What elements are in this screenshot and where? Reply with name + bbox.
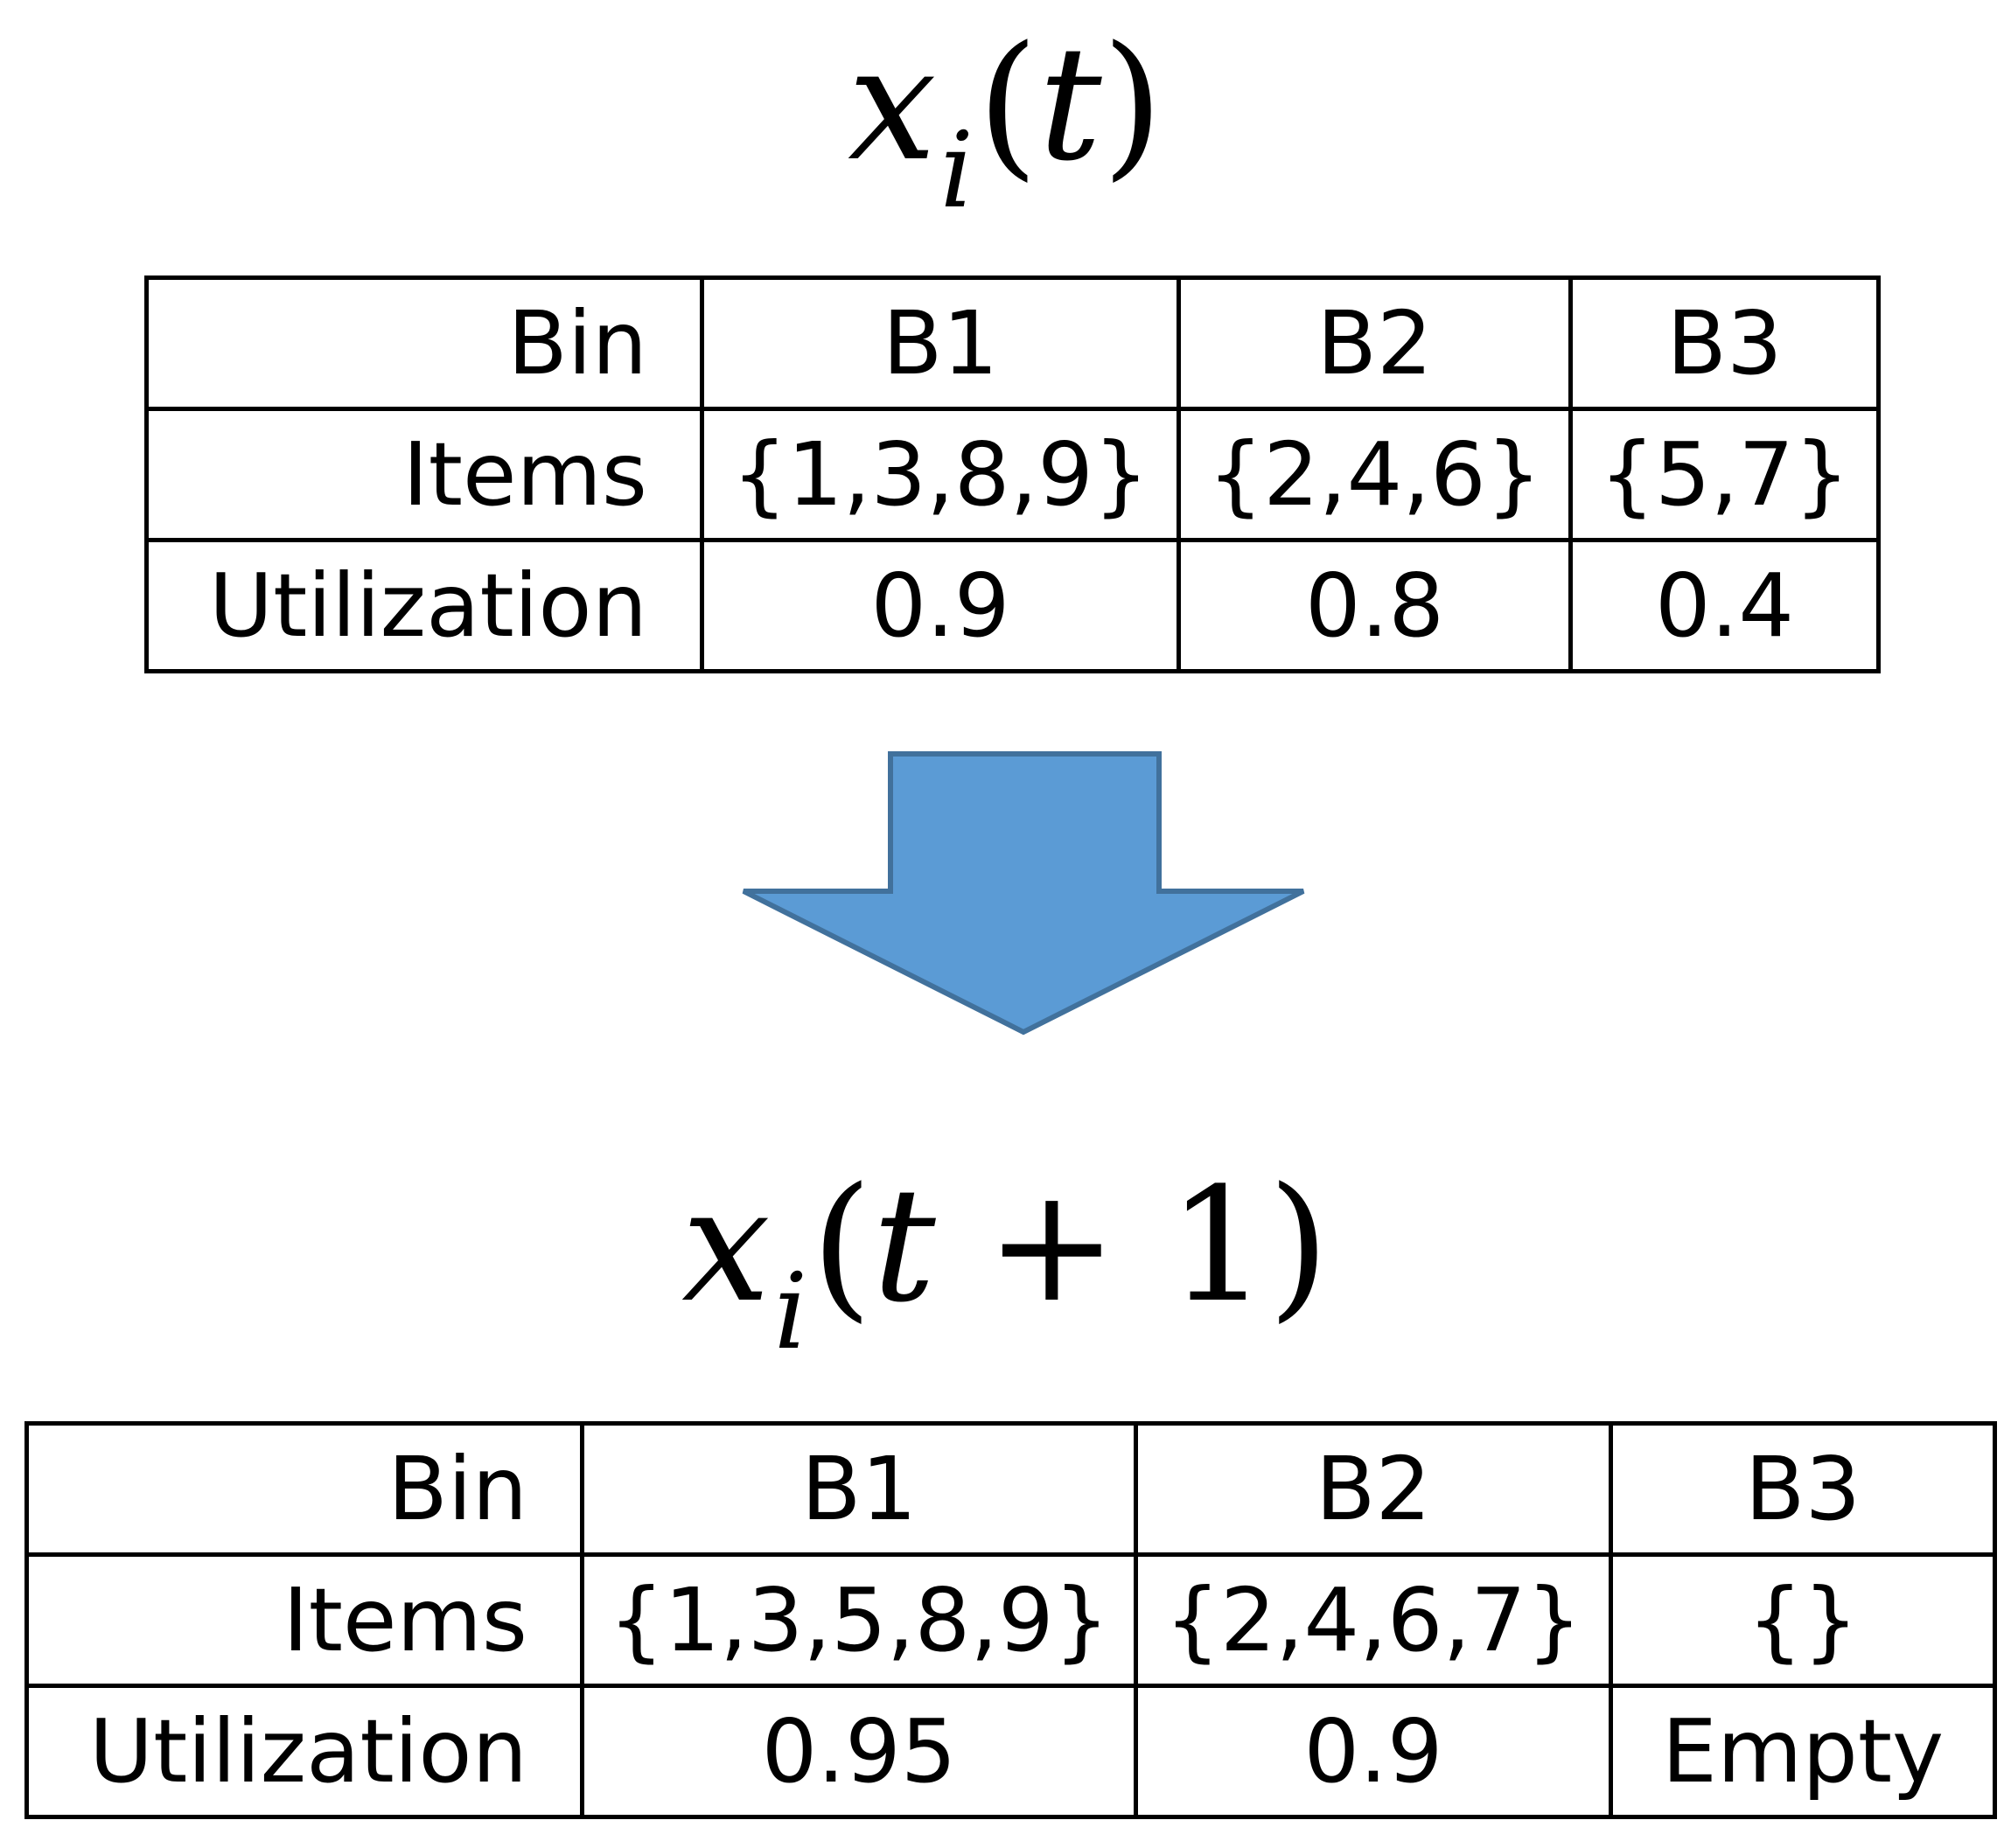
- utilization-cell: 0.9: [1134, 1684, 1613, 1819]
- row-label-bin: Bin: [144, 275, 704, 411]
- row-label-items: Items: [24, 1552, 584, 1688]
- bin-table-t-plus-1: Bin B1 B2 B3 Items {1,3,5,8,9} {2,4,6,7}…: [24, 1421, 1997, 1819]
- bin-name-cell: B1: [580, 1421, 1138, 1557]
- utilization-cell: 0.95: [580, 1684, 1138, 1819]
- bin-name-cell: B2: [1134, 1421, 1613, 1557]
- label-subscript: i: [773, 1252, 808, 1373]
- row-label-utilization: Utilization: [24, 1684, 584, 1819]
- table-row-utilization: Utilization 0.95 0.9 Empty: [24, 1684, 1997, 1819]
- label-var: x: [848, 13, 937, 196]
- table-row-utilization: Utilization 0.9 0.8 0.4: [144, 538, 1881, 673]
- items-cell: {}: [1609, 1552, 1997, 1688]
- bin-name-cell: B2: [1177, 275, 1573, 411]
- label-operator: +: [985, 1154, 1118, 1337]
- table-row-bin: Bin B1 B2 B3: [144, 275, 1881, 411]
- items-cell: {5,7}: [1568, 407, 1881, 542]
- utilization-cell: 0.9: [700, 538, 1181, 673]
- label-arg: t: [872, 1154, 936, 1337]
- bin-name-cell: B3: [1609, 1421, 1997, 1557]
- bin-name-cell: B3: [1568, 275, 1881, 411]
- down-arrow-shape: [742, 751, 1305, 1036]
- items-cell: {2,4,6,7}: [1134, 1552, 1613, 1688]
- table-row-items: Items {1,3,5,8,9} {2,4,6,7} {}: [24, 1552, 1997, 1688]
- label-var: x: [681, 1154, 771, 1337]
- label-subscript: i: [939, 110, 974, 232]
- items-cell: {2,4,6}: [1177, 407, 1573, 542]
- utilization-cell: 0.4: [1568, 538, 1881, 673]
- utilization-cell: Empty: [1609, 1684, 1997, 1819]
- state-label-t-plus-1: xi(t + 1): [681, 1154, 1330, 1373]
- state-label-t: xi(t): [848, 13, 1163, 232]
- items-cell: {1,3,8,9}: [700, 407, 1181, 542]
- table-row-items: Items {1,3,8,9} {2,4,6} {5,7}: [144, 407, 1881, 542]
- table-row-bin: Bin B1 B2 B3: [24, 1421, 1997, 1557]
- label-arg: t: [1038, 13, 1102, 196]
- bin-name-cell: B1: [700, 275, 1181, 411]
- label-number: 1: [1167, 1154, 1268, 1337]
- utilization-cell: 0.8: [1177, 538, 1573, 673]
- bin-table-t: Bin B1 B2 B3 Items {1,3,8,9} {2,4,6} {5,…: [144, 275, 1881, 673]
- row-label-items: Items: [144, 407, 704, 542]
- items-cell: {1,3,5,8,9}: [580, 1552, 1138, 1688]
- row-label-bin: Bin: [24, 1421, 584, 1557]
- row-label-utilization: Utilization: [144, 538, 704, 673]
